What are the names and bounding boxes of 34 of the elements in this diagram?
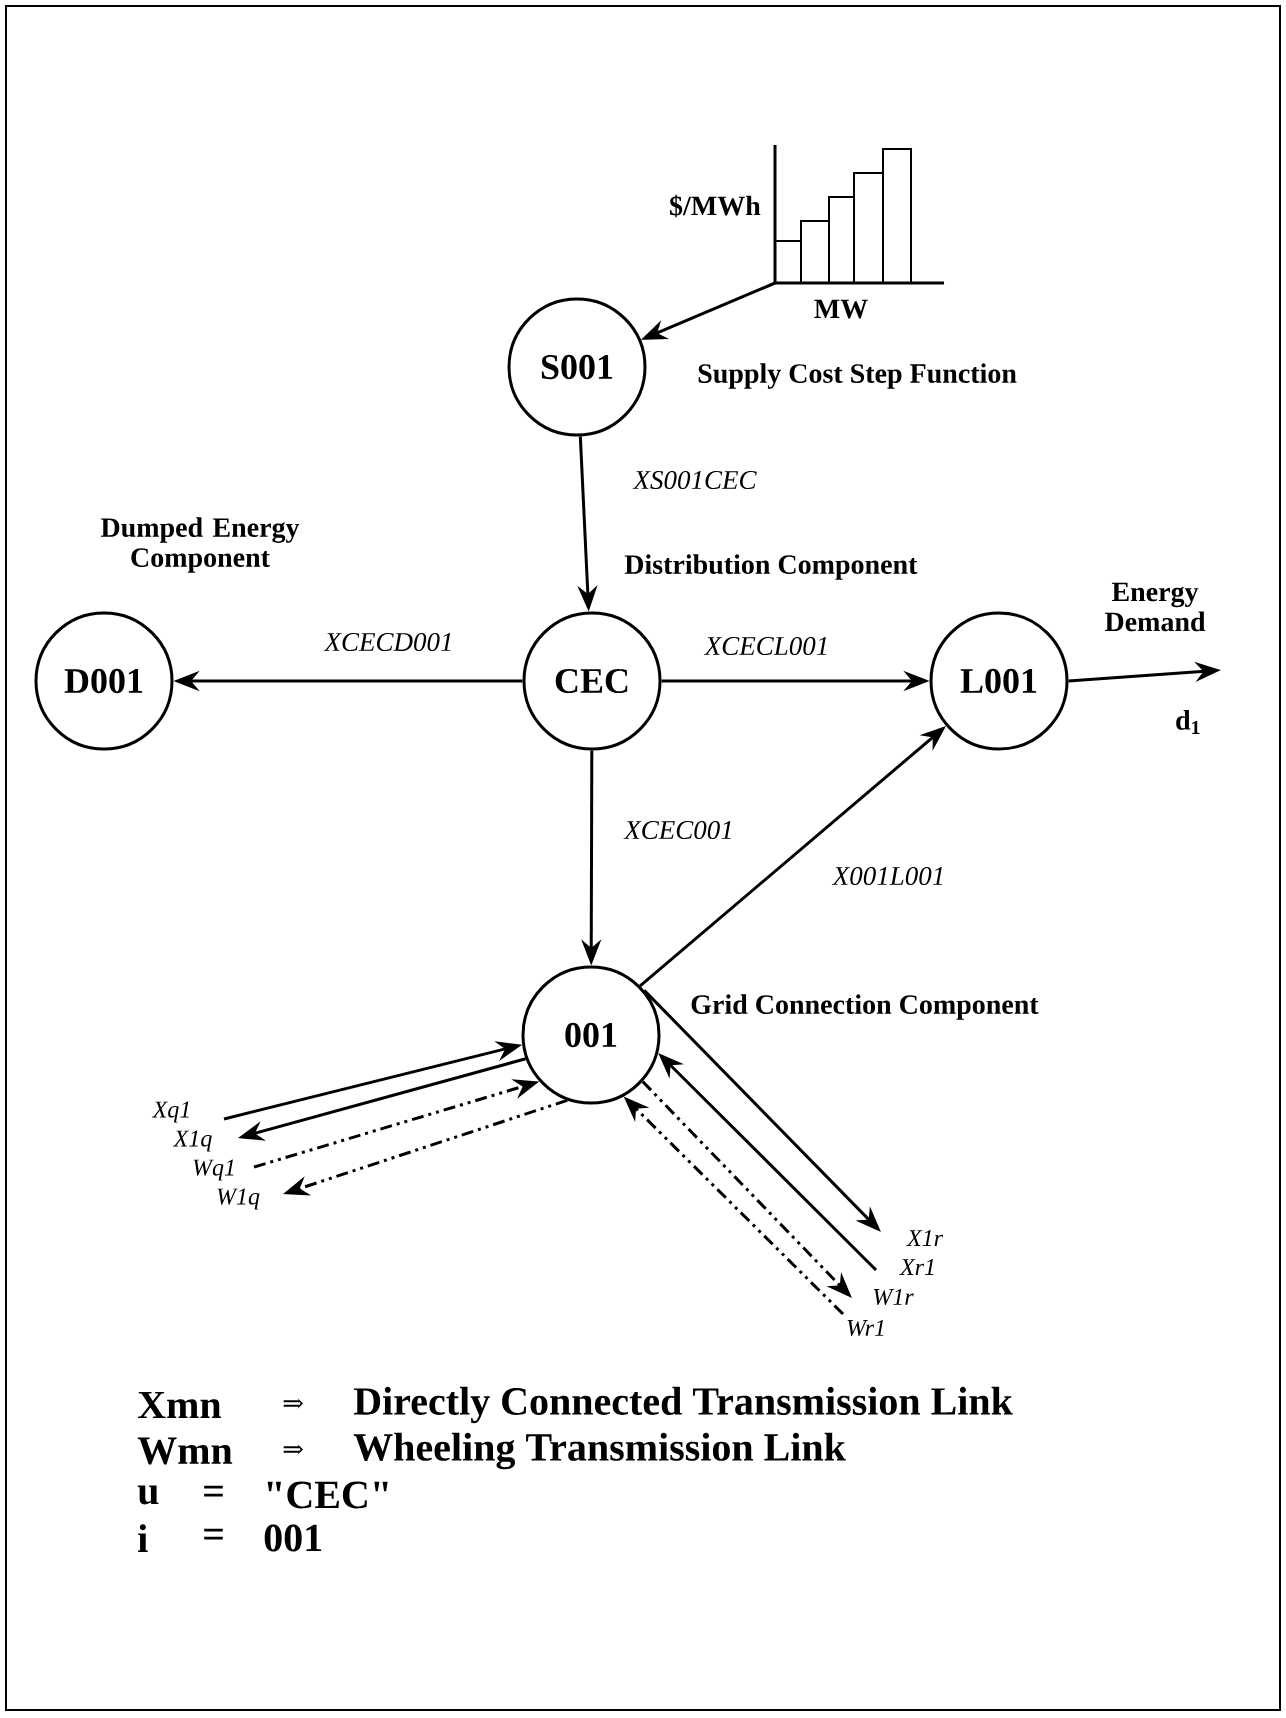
step-chart-drawing — [773, 145, 944, 285]
edge-label: W1q — [215, 1187, 261, 1211]
legend-text: Directly Connected Transmission Link — [353, 1386, 1013, 1424]
edge-label: XS001CEC — [632, 469, 758, 491]
axis-label: $/MWh — [670, 194, 761, 218]
component-caption: Energy Demand — [1104, 582, 1206, 632]
edge-label: X1q — [172, 1129, 214, 1153]
edge-label: X001L001 — [831, 865, 947, 887]
component-caption: Distribution Component — [624, 554, 918, 580]
edge-label: Wr1 — [845, 1318, 887, 1338]
edge-label: XCEC001 — [623, 819, 735, 841]
edge-label: Wq1 — [191, 1158, 237, 1182]
legend-text: Xmn — [137, 1391, 222, 1419]
legend-text: "CEC" — [267, 1481, 388, 1509]
legend-text: 001 — [264, 1524, 322, 1552]
legend-text: = — [204, 1485, 223, 1497]
edge-label: XCECL001 — [703, 635, 831, 657]
edge-label: Xq1 — [151, 1100, 193, 1124]
component-caption: Dumped Energy Component — [100, 517, 300, 573]
legend-text: Wmn — [137, 1437, 233, 1465]
legend-text: = — [204, 1528, 223, 1540]
edge-label: XCECD001 — [323, 631, 455, 653]
edge-label: W1r — [871, 1287, 915, 1307]
edge-label: X1r — [906, 1229, 944, 1247]
edge-label: Xr1 — [899, 1258, 937, 1276]
component-caption: Grid Connection Component — [691, 994, 1039, 1020]
axis-label: MW — [814, 299, 868, 319]
legend-text: i — [138, 1524, 148, 1552]
edge-label: d$_{1}$ — [1174, 709, 1202, 735]
implies-symbol: ⇒ — [283, 1444, 304, 1455]
implies-symbol: ⇒ — [283, 1398, 304, 1409]
legend-text: Wheeling Transmission Link — [353, 1432, 846, 1470]
legend-text: u — [137, 1485, 159, 1505]
component-caption: Supply Cost Step Function — [698, 363, 1017, 389]
